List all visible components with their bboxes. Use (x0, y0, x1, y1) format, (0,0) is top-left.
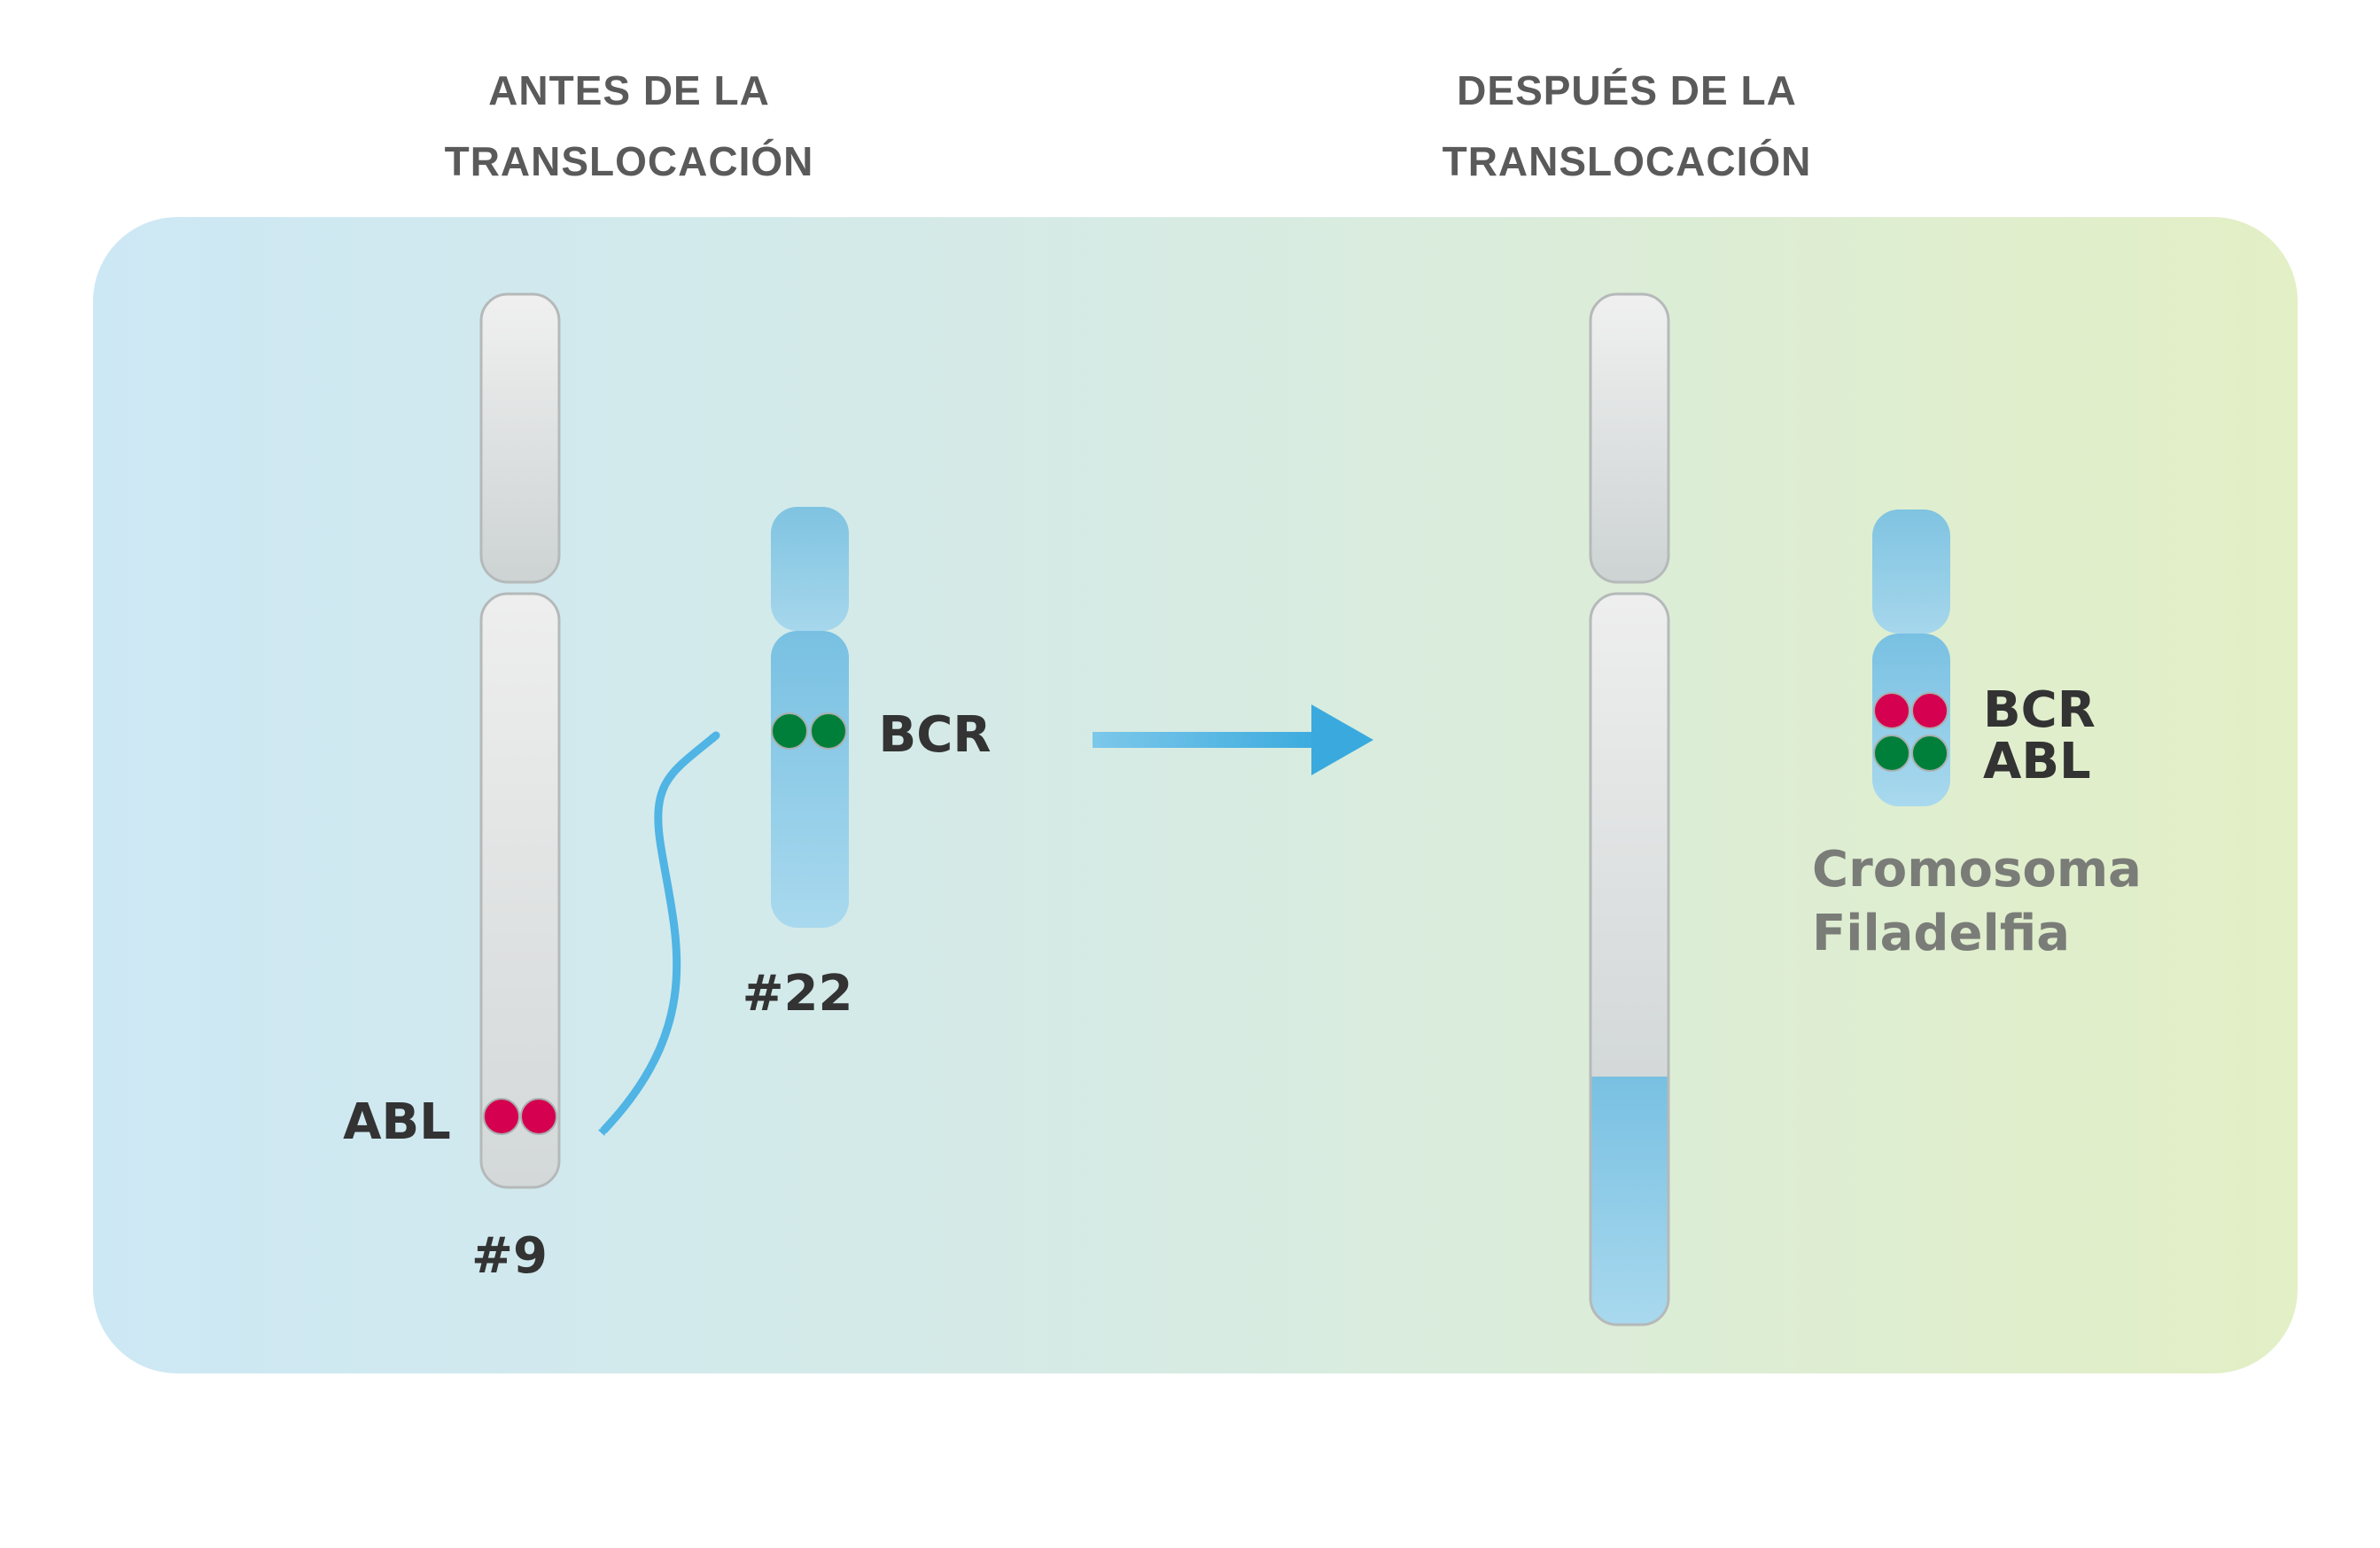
philadelphia-short-arm (1872, 510, 1950, 634)
chromosome-22-long-arm (771, 631, 849, 928)
fusion-abl-label: ABL (1983, 733, 2091, 790)
abl-label: ABL (343, 1093, 451, 1151)
heading-before: ANTES DE LA TRANSLOCACIÓN (319, 55, 939, 197)
translocation-arrow-head (1311, 704, 1373, 775)
bcr-label: BCR (879, 706, 992, 764)
translocation-arrow (1093, 704, 1373, 775)
derivative-9-grey-segment (1591, 594, 1668, 1077)
chromosome-9 (479, 292, 561, 1189)
heading-after-line2: TRANSLOCACIÓN (1442, 138, 1812, 184)
bcr-gene-dot (810, 712, 847, 750)
derivative-9-long-arm-outline (1589, 592, 1670, 1326)
heading-after-line1: DESPUÉS DE LA (1457, 67, 1797, 113)
philadelphia-label-line1: Cromosoma (1812, 841, 2142, 898)
derivative-chromosome-9 (1589, 292, 1670, 1326)
exchange-arrow (597, 731, 720, 1137)
fusion-bcr-dot (1911, 735, 1948, 772)
derivative-9-blue-segment (1591, 1077, 1668, 1325)
philadelphia-chromosome (1872, 510, 1950, 806)
fusion-abl-dot (1873, 692, 1910, 729)
bcr-gene-dot (771, 712, 808, 750)
chromosome-9-short-arm (479, 292, 561, 584)
heading-after: DESPUÉS DE LA TRANSLOCACIÓN (1317, 55, 1937, 197)
heading-before-line1: ANTES DE LA (488, 67, 770, 113)
abl-gene-dot (520, 1098, 557, 1135)
chromosome-9-long-arm (479, 592, 561, 1189)
philadelphia-label-line2: Filadelfia (1812, 905, 2070, 962)
fusion-abl-dot (1911, 692, 1948, 729)
chromosome-9-label: #9 (471, 1227, 548, 1285)
chromosome-22-label: #22 (743, 965, 853, 1023)
abl-gene-dot (483, 1098, 520, 1135)
translocation-arrow-shaft (1093, 732, 1323, 748)
heading-before-line2: TRANSLOCACIÓN (444, 138, 814, 184)
fusion-bcr-dot (1873, 735, 1910, 772)
background-panel (93, 217, 2298, 1373)
derivative-9-short-arm (1589, 292, 1670, 584)
chromosome-22-short-arm (771, 507, 849, 631)
chromosome-22 (771, 507, 849, 928)
fusion-bcr-label: BCR (1983, 681, 2096, 739)
